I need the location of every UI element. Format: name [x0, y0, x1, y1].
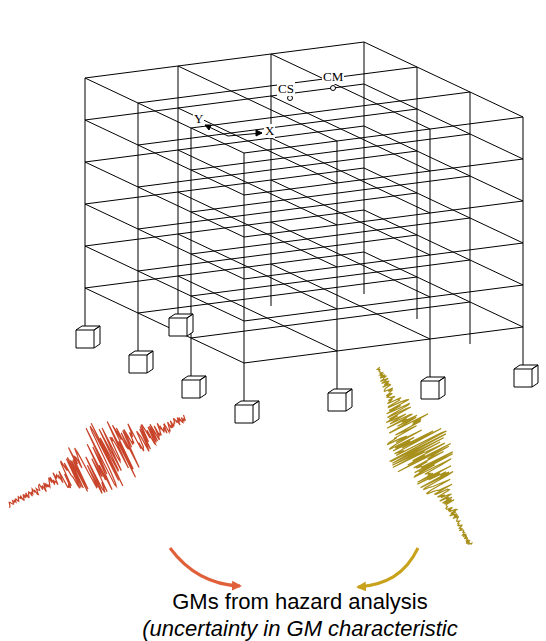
beam — [244, 327, 523, 363]
column — [523, 117, 524, 369]
column — [470, 92, 471, 344]
column — [138, 103, 139, 355]
footing — [182, 376, 206, 398]
column — [178, 66, 179, 318]
beam — [85, 204, 244, 279]
footing — [76, 326, 100, 348]
beam — [191, 218, 470, 254]
beam — [244, 159, 523, 195]
column — [430, 129, 431, 381]
beam — [138, 235, 417, 271]
beam — [244, 201, 523, 237]
beam — [191, 176, 470, 212]
beam — [85, 84, 364, 120]
column — [85, 78, 86, 330]
beam — [138, 109, 417, 145]
red-arrow — [170, 548, 240, 586]
beam — [191, 302, 470, 338]
y-axis — [205, 125, 228, 136]
column — [191, 128, 192, 380]
olive-arrow — [358, 548, 418, 587]
beam — [85, 162, 244, 237]
y-axis-head — [205, 125, 211, 130]
beam — [85, 246, 244, 321]
olive-ground-motion — [377, 367, 471, 544]
beam — [85, 78, 244, 153]
caption-note: (uncertainty in GM characteristic — [142, 617, 457, 641]
footing — [169, 314, 193, 336]
footing — [421, 377, 445, 399]
beam — [178, 66, 337, 141]
column — [244, 153, 245, 405]
beam — [138, 151, 417, 187]
footing — [235, 401, 259, 423]
y-label: Y — [193, 112, 204, 126]
beam — [85, 288, 244, 363]
footing — [514, 365, 538, 387]
caption-line: GMs from hazard analysis — [172, 590, 428, 614]
column — [271, 54, 272, 306]
column — [364, 42, 365, 294]
column — [417, 67, 418, 319]
beam — [85, 120, 244, 195]
column — [337, 141, 338, 393]
x-axis-head — [256, 130, 262, 136]
beam — [244, 117, 523, 153]
beam — [191, 134, 470, 170]
cm-point — [331, 86, 336, 91]
beam — [244, 243, 523, 279]
cm-label: CM — [322, 70, 344, 84]
beam — [191, 92, 470, 128]
beam — [191, 260, 470, 296]
cs-label: CS — [277, 82, 295, 96]
beam — [364, 42, 523, 117]
beam — [138, 67, 417, 103]
beam — [138, 193, 417, 229]
x-label: X — [264, 124, 275, 138]
beam — [271, 54, 430, 129]
beam — [138, 277, 417, 313]
footing — [328, 389, 352, 411]
red-ground-motion — [9, 415, 185, 508]
beam — [244, 285, 523, 321]
footing — [129, 351, 153, 373]
